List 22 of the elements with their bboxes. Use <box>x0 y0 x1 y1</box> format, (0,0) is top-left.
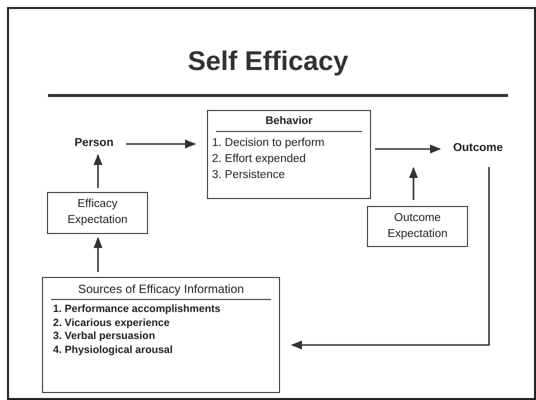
list-item: 4. Physiological arousal <box>52 344 174 358</box>
list-box <box>207 110 371 199</box>
box-heading: Behavior <box>216 114 362 132</box>
node-label: Outcome <box>444 139 512 159</box>
box-heading: Sources of Efficacy Information <box>51 281 271 300</box>
arrow <box>126 140 196 148</box>
arrow <box>375 144 442 154</box>
arrow <box>94 154 102 188</box>
list-item: 3. Persistence <box>211 168 286 184</box>
title: Self Efficacy <box>186 46 350 77</box>
process-box: Outcome Expectation <box>367 206 468 247</box>
list-item: 2. Effort expended <box>211 152 307 167</box>
arrow <box>409 166 418 200</box>
arrow <box>94 236 102 272</box>
list-box <box>42 277 280 393</box>
list-item: 3. Verbal persuasion <box>52 330 156 344</box>
list-item: 1. Performance accomplishments <box>52 303 222 317</box>
node-label: Person <box>66 134 122 154</box>
list-item: 1. Decision to perform <box>211 136 326 151</box>
arrow <box>290 167 490 350</box>
list-item: 2. Vicarious experience <box>52 316 171 330</box>
process-box: Efficacy Expectation <box>47 192 148 234</box>
